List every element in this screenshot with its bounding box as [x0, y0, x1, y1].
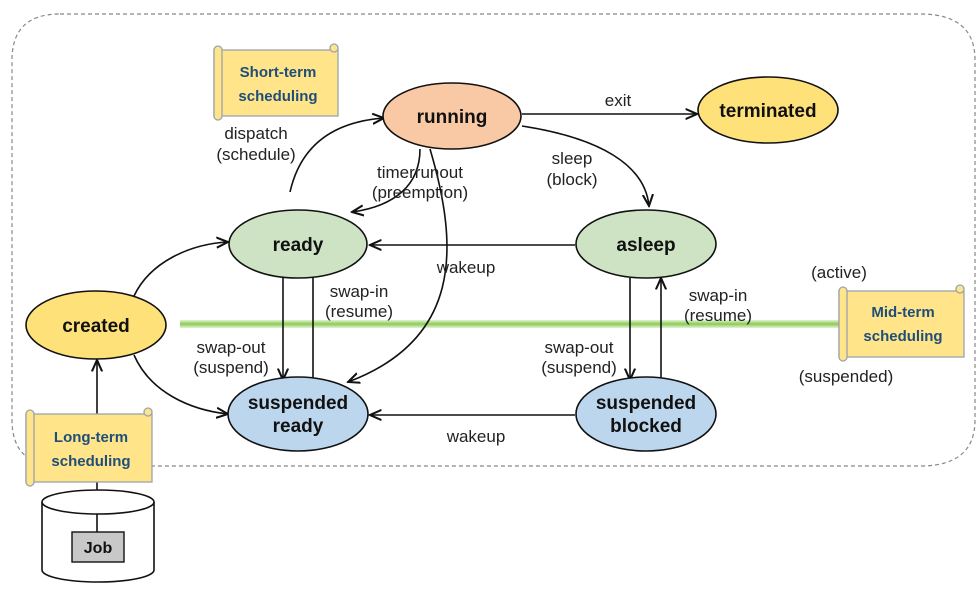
wakeup-top-label: wakeup	[436, 258, 496, 277]
dispatch-label-line1: dispatch	[224, 124, 287, 143]
long-term-label-line1: Long-term	[54, 429, 128, 446]
dispatch-label-line2: (schedule)	[216, 145, 295, 164]
system-boundary	[11, 13, 976, 467]
timerrunout-label-line1: timerrunout	[377, 163, 463, 182]
exit-label: exit	[605, 91, 632, 110]
swap-out-right-label-line1: swap-out	[545, 338, 614, 357]
state-terminated-label: terminated	[719, 101, 816, 122]
state-running: running	[382, 82, 522, 150]
state-suspended-blocked-line1: suspended	[596, 393, 696, 414]
state-suspended-ready-line2: ready	[273, 416, 324, 437]
short-term-scheduling-scroll: Short-term scheduling	[213, 43, 339, 121]
timerrunout-label-line2: (preemption)	[372, 183, 468, 202]
sleep-label-line1: sleep	[552, 149, 593, 168]
sleep-label-line2: (block)	[546, 170, 597, 189]
swap-out-left-label-line1: swap-out	[197, 338, 266, 357]
active-suspended-divider	[180, 320, 840, 328]
state-terminated: terminated	[697, 76, 839, 144]
short-term-label-line2: scheduling	[238, 88, 317, 105]
state-suspended-ready-line1: suspended	[248, 393, 348, 414]
state-asleep: asleep	[575, 209, 717, 279]
mid-term-label-line1: Mid-term	[871, 304, 934, 321]
state-suspended-blocked-line2: blocked	[610, 416, 682, 437]
swap-out-right-label-line2: (suspend)	[541, 358, 617, 377]
state-ready-label: ready	[273, 235, 324, 256]
swap-in-right-label-line1: swap-in	[689, 286, 748, 305]
short-term-label-line1: Short-term	[240, 64, 317, 81]
running-to-suspended-ready-edge	[348, 148, 448, 382]
job-queue-database-icon: Job	[41, 489, 155, 583]
long-term-scheduling-scroll: Long-term scheduling	[25, 407, 153, 487]
job-label: Job	[84, 540, 113, 557]
swap-out-left-label-line2: (suspend)	[193, 358, 269, 377]
swap-in-left-label-line2: (resume)	[325, 302, 393, 321]
state-suspended-blocked: suspended blocked	[575, 376, 717, 452]
state-ready: ready	[228, 209, 368, 279]
state-running-label: running	[417, 107, 488, 128]
dispatch-edge	[289, 118, 384, 193]
state-created: created	[25, 290, 167, 360]
swap-in-right-label-line2: (resume)	[684, 306, 752, 325]
state-suspended-ready: suspended ready	[227, 376, 369, 452]
swap-in-left-label-line1: swap-in	[330, 282, 389, 301]
long-term-label-line2: scheduling	[51, 453, 130, 470]
sleep-edge	[521, 125, 649, 206]
state-created-label: created	[62, 316, 130, 337]
suspended-zone-label: (suspended)	[799, 367, 894, 386]
wakeup-bottom-label: wakeup	[446, 427, 506, 446]
mid-term-label-line2: scheduling	[863, 328, 942, 345]
timerrunout-edge	[352, 148, 421, 212]
job-box	[71, 531, 125, 563]
created-to-ready-edge	[133, 242, 228, 297]
state-asleep-label: asleep	[616, 235, 675, 256]
created-to-suspended-ready-edge	[133, 354, 228, 414]
active-zone-label: (active)	[811, 263, 867, 282]
mid-term-scheduling-scroll: Mid-term scheduling	[838, 284, 965, 362]
